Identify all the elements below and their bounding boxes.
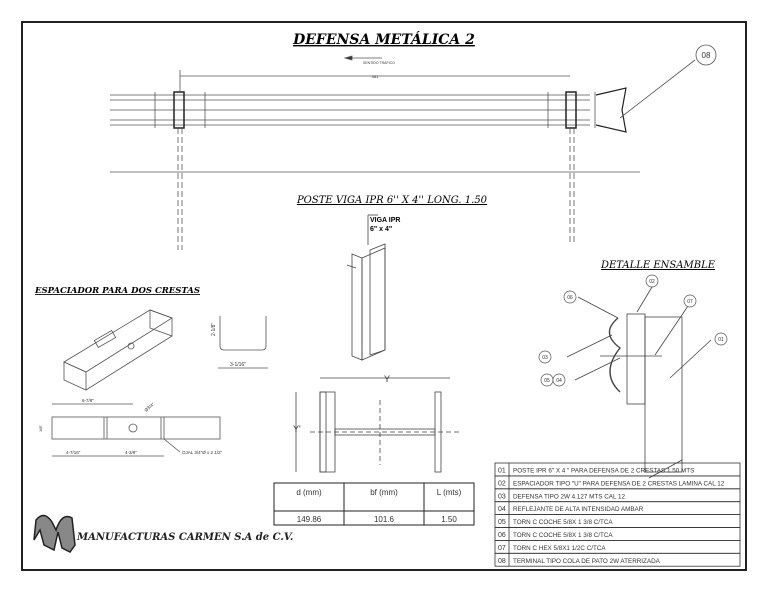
drawing-title: DEFENSA METÁLICA 2 (292, 30, 475, 48)
table-value-l: 1.50 (441, 515, 457, 524)
parts-description: DEFENSA TIPO 2W 4.127 MTS CAL 12 (513, 493, 625, 500)
spacer-title: ESPACIADOR PARA DOS CRESTAS (34, 286, 200, 296)
balloon-06: 06 (567, 295, 573, 301)
table-header-d: d (mm) (296, 488, 322, 497)
detail-balloons (538, 274, 728, 387)
post-callout-2: 6" x 4" (370, 226, 392, 233)
parts-description: REFLEJANTE DE ALTA INTENSIDAD AMBAR (513, 506, 644, 513)
plan-dim-slot: OJAL 3/4"Ø x 2 1/2" (182, 450, 222, 455)
balloon-08: 08 (702, 51, 711, 60)
dimensions-table (273, 482, 475, 526)
parts-description: ESPACIADOR TIPO "U" PARA DEFENSA DE 2 CR… (513, 480, 725, 487)
post-dim-x: Y' (293, 424, 301, 434)
span-dimension: 381 (372, 74, 379, 79)
parts-list: 01 POSTE IPR 6" X 4 " PARA DEFENSA DE 2 C… (494, 462, 741, 567)
guardrail-elevation (110, 44, 717, 250)
plan-dim-left: 4-7/16" (66, 450, 81, 455)
plan-dim-side: 1/8" (38, 424, 43, 432)
table-value-d: 149.86 (297, 515, 322, 524)
post-title: POSTE VIGA IPR 6'' X 4'' LONG. 1.50 (296, 195, 488, 206)
balloon-01: 01 (718, 337, 724, 343)
balloon-05: 05 (544, 378, 550, 384)
spacer-height-dim: 2-1/8" (211, 323, 217, 336)
parts-number: 01 (498, 468, 506, 475)
parts-number: 07 (498, 545, 506, 552)
parts-description: POSTE IPR 6" X 4 " PARA DEFENSA DE 2 CRE… (513, 468, 694, 475)
balloon-04: 04 (556, 378, 562, 384)
plan-dim-top: 6-7/8" (82, 398, 94, 403)
post-dim-y: Y (384, 374, 390, 384)
parts-number: 02 (498, 480, 506, 487)
assembly-detail (566, 286, 712, 479)
sheet-border (21, 21, 747, 571)
parts-row (494, 552, 741, 567)
traffic-direction-label: SENTIDO TRAFICO (363, 61, 395, 65)
parts-description: TORN C HEX 5/8X1 1/2C C/TCA (513, 545, 606, 552)
post-callout-1: VIGA IPR (370, 217, 400, 224)
spacer-drawings (51, 309, 268, 457)
balloon-07: 07 (687, 299, 693, 305)
parts-number: 08 (498, 558, 506, 565)
parts-number: 04 (498, 506, 506, 513)
table-header-bf: bf (mm) (370, 488, 398, 497)
balloon-02: 02 (649, 279, 655, 285)
parts-number: 05 (498, 519, 506, 526)
detail-title: DETALLE ENSAMBLE (600, 260, 716, 271)
ipr-post-isometric (295, 214, 460, 473)
spacer-width-dim: 3-1/16" (230, 362, 246, 368)
parts-description: TORN C COCHE 5/8X 1 3/8 C/TCA (513, 519, 613, 526)
table-header-l: L (mts) (437, 488, 462, 497)
plan-dim-right: 4-3/8" (125, 450, 137, 455)
plan-dim-hole: Ø3/4" (143, 401, 155, 412)
balloon-03: 03 (542, 355, 548, 361)
company-logo: MANUFACTURAS CARMEN S.A de C.V. (33, 514, 293, 553)
table-value-bf: 101.6 (374, 515, 395, 524)
company-name: MANUFACTURAS CARMEN S.A de C.V. (76, 532, 293, 543)
parts-description: TERMINAL TIPO COLA DE PATO 2W ATERRIZADA (513, 558, 661, 565)
parts-number: 06 (498, 532, 506, 539)
parts-description: TORN C COCHE 5/8X 1 3/8 C/TCA (513, 532, 613, 539)
parts-number: 03 (498, 493, 506, 500)
